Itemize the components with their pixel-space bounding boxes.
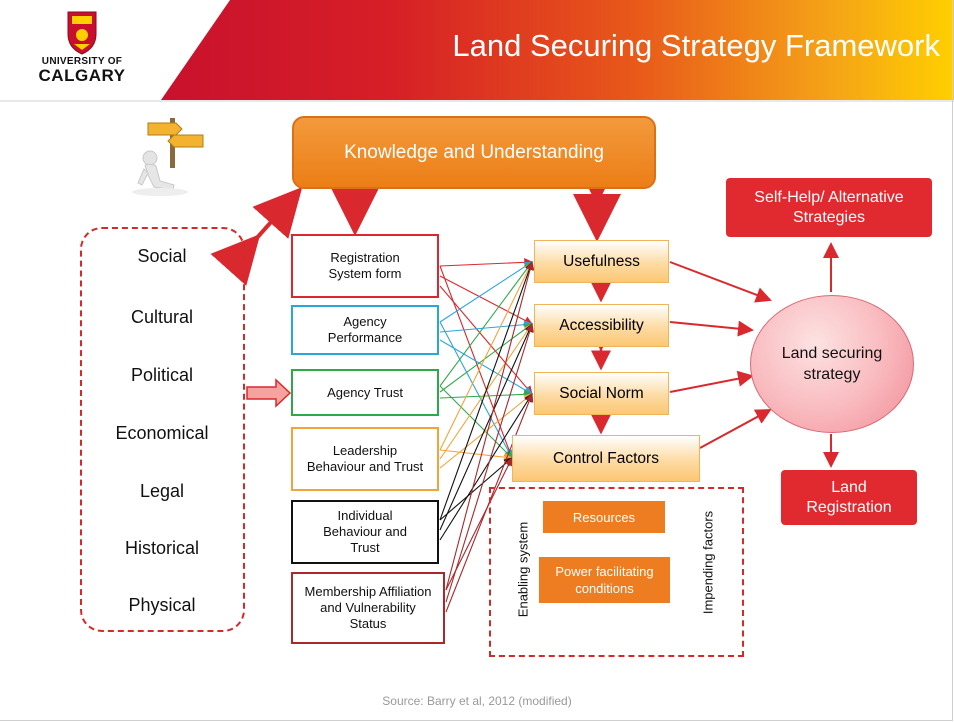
leadership-behaviour-box: Leadership Behaviour and Trust <box>291 427 439 491</box>
connector-4-1 <box>439 322 533 531</box>
agency-performance-box: Agency Performance <box>291 305 439 355</box>
membership-affiliation-box: Membership Affiliation and Vulnerability… <box>291 572 445 644</box>
knowledge-understanding-box: Knowledge and Understanding <box>292 116 656 189</box>
connector-4-2 <box>439 393 533 541</box>
factor-political: Political <box>130 365 194 385</box>
arrow-norm-ellipse <box>669 370 754 393</box>
arrow-access-ellipse <box>669 320 754 337</box>
connector-5-3 <box>445 457 513 591</box>
connector-2-2 <box>439 389 534 399</box>
connector-5-1 <box>445 322 534 603</box>
ellipse-label: Land securing strategy <box>781 345 883 383</box>
header-rule <box>0 100 954 102</box>
resources-box: Resources <box>543 501 665 533</box>
university-logo: UNIVERSITY OF CALGARY <box>22 8 142 92</box>
land-securing-strategy-ellipse: Land securing strategy <box>750 295 914 433</box>
connector-4-3 <box>439 457 513 521</box>
arrow-control-ellipse <box>699 409 772 449</box>
logo-line2: CALGARY <box>38 66 126 85</box>
connector-1-0 <box>439 261 533 323</box>
connector-2-1 <box>439 323 533 393</box>
usefulness-box: Usefulness <box>534 240 669 283</box>
header-banner <box>150 0 954 100</box>
context-to-trust-arrow <box>246 378 292 408</box>
factor-cultural: Cultural <box>130 307 194 327</box>
agency-trust-box: Agency Trust <box>291 369 439 416</box>
factor-social: Social <box>137 246 187 266</box>
connector-2-3 <box>439 385 513 459</box>
control-factors-panel <box>489 487 744 657</box>
self-help-box: Self-Help/ Alternative Strategies <box>726 178 932 237</box>
crest-icon <box>67 11 97 55</box>
factor-physical: Physical <box>128 595 196 615</box>
connector-1-3 <box>439 321 513 459</box>
connector-5-0 <box>445 260 535 591</box>
individual-behaviour-box: Individual Behaviour and Trust <box>291 500 439 564</box>
connector-1-1 <box>439 320 534 333</box>
enabling-system-label: Enabling system <box>515 521 531 618</box>
factor-economical: Economical <box>115 423 209 443</box>
registration-system-box: Registration System form <box>291 234 439 298</box>
connector-2-0 <box>439 261 533 387</box>
context-factors-group <box>80 227 245 632</box>
factor-historical: Historical <box>124 538 199 558</box>
power-conditions-box: Power facilitating conditions <box>539 557 670 603</box>
source-citation: Source: Barry et al, 2012 (modified) <box>382 694 572 708</box>
connector-1-2 <box>439 339 533 395</box>
connector-0-1 <box>439 275 533 325</box>
arrow-useful-ellipse <box>669 261 772 303</box>
impending-factors-label: Impending factors <box>700 510 716 615</box>
social-norm-box: Social Norm <box>534 372 669 415</box>
slide-title: Land Securing Strategy Framework <box>452 28 940 63</box>
logo-line1: UNIVERSITY OF <box>41 56 123 67</box>
connector-0-0 <box>439 257 534 267</box>
connector-3-3 <box>439 449 514 462</box>
signpost-figure-icon <box>132 118 204 196</box>
connector-0-2 <box>439 285 533 395</box>
arrow-context-knowledge <box>210 187 303 286</box>
land-registration-box: Land Registration <box>781 470 917 525</box>
connector-3-2 <box>439 393 533 469</box>
accessibility-box: Accessibility <box>534 304 669 347</box>
factor-legal: Legal <box>139 481 185 501</box>
connector-4-0 <box>439 260 534 521</box>
control-factors-box: Control Factors <box>512 435 700 482</box>
connector-3-0 <box>439 261 533 451</box>
